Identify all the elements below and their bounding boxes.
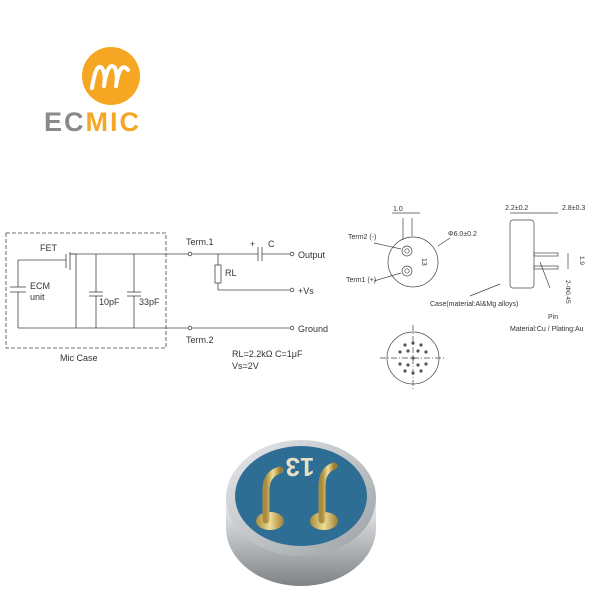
term2-neg-label: Term2 (-) xyxy=(348,234,376,241)
term2-label: Term.2 xyxy=(186,335,214,345)
drawing-labels: 1.0 Term2 (-) Term1 (+) Φ6.0±0.2 13 Case… xyxy=(346,205,585,333)
pad-left xyxy=(256,512,284,530)
term1-pin xyxy=(404,268,410,274)
brand-name: ECMIC xyxy=(44,107,141,137)
term1-label: Term.1 xyxy=(186,237,214,247)
photo-marking: 13 xyxy=(286,452,315,482)
pin-label: Pin xyxy=(548,314,558,321)
product-photo: 13 xyxy=(226,440,376,586)
cap10-label: 10pF xyxy=(99,297,120,307)
sound-hole xyxy=(416,349,420,353)
vs-label: +Vs xyxy=(298,286,314,296)
ground-node xyxy=(289,325,295,331)
term1-node xyxy=(187,251,193,257)
diameter-leader xyxy=(437,237,451,247)
term2-pad xyxy=(401,245,413,257)
sound-hole xyxy=(411,356,415,360)
mic-case-label: Mic Case xyxy=(60,353,98,363)
sound-hole xyxy=(411,341,415,345)
side-view-body xyxy=(509,219,535,289)
pin-right xyxy=(318,462,338,524)
cap33-label: 33pF xyxy=(139,297,160,307)
ecm-label: ECM xyxy=(30,281,50,291)
pin-leader xyxy=(539,261,551,289)
ecm-unit-label: unit xyxy=(30,292,45,302)
side-view-pin-1 xyxy=(533,252,559,257)
sound-hole xyxy=(403,369,407,373)
sound-hole xyxy=(411,371,415,375)
sound-hole xyxy=(424,362,428,366)
case-material-leader xyxy=(469,283,501,297)
back-view-outline xyxy=(387,236,439,288)
sound-hole xyxy=(424,350,428,354)
dim-pin-dia-label: 2-Φ0.45 xyxy=(564,280,571,304)
logo-m-mark xyxy=(90,64,130,90)
sound-hole xyxy=(403,343,407,347)
spec-line-1: RL=2.2kΩ C=1μF xyxy=(232,349,303,359)
sound-hole xyxy=(419,343,423,347)
pin-material-label: Material:Cu / Plating:Au xyxy=(510,326,584,333)
front-view-holes xyxy=(398,341,428,375)
term1-pad xyxy=(401,265,413,277)
sound-hole xyxy=(406,349,410,353)
vs-node xyxy=(289,287,295,293)
coupling-cap-label: C xyxy=(268,239,275,249)
term1-pos-label: Term1 (+) xyxy=(346,277,376,284)
circuit-diagram xyxy=(5,232,295,349)
brand-logo: ECMIC xyxy=(44,47,141,137)
circuit-labels: FET ECM unit 10pF 33pF Mic Case Term.1 T… xyxy=(30,237,328,371)
sound-hole xyxy=(398,350,402,354)
mic-case-outline xyxy=(5,232,167,349)
brand-suffix: MIC xyxy=(86,107,142,137)
sound-hole xyxy=(419,369,423,373)
term1-leader xyxy=(373,272,402,282)
output-node xyxy=(289,251,295,257)
diameter-label: Φ6.0±0.2 xyxy=(448,231,477,238)
fet-label: FET xyxy=(40,243,58,253)
dim-1-0-label: 1.0 xyxy=(393,206,403,213)
case-marking-label: 13 xyxy=(420,258,427,266)
output-label: Output xyxy=(298,250,326,260)
rl-resistor xyxy=(214,264,222,284)
ground-label: Ground xyxy=(298,324,328,334)
spec-line-2: Vs=2V xyxy=(232,361,259,371)
pin-left xyxy=(262,466,284,524)
case-material-label: Case(material:Al&Mg alloys) xyxy=(430,301,518,308)
dim-2-2-label: 2.2±0.2 xyxy=(505,205,528,212)
sound-hole xyxy=(416,363,420,367)
rl-label: RL xyxy=(225,268,237,278)
term2-leader xyxy=(373,242,402,250)
brand-prefix: EC xyxy=(44,107,86,137)
plus-label: + xyxy=(250,239,255,249)
term2-pin xyxy=(404,248,410,254)
side-view-pin-2 xyxy=(533,265,559,270)
sound-hole xyxy=(406,363,410,367)
dim-1-9-label: 1.9 xyxy=(578,256,585,265)
sound-hole xyxy=(398,362,402,366)
term2-node xyxy=(187,325,193,331)
logo-circle xyxy=(82,47,140,105)
dim-2-8-label: 2.8±0.3 xyxy=(562,205,585,212)
